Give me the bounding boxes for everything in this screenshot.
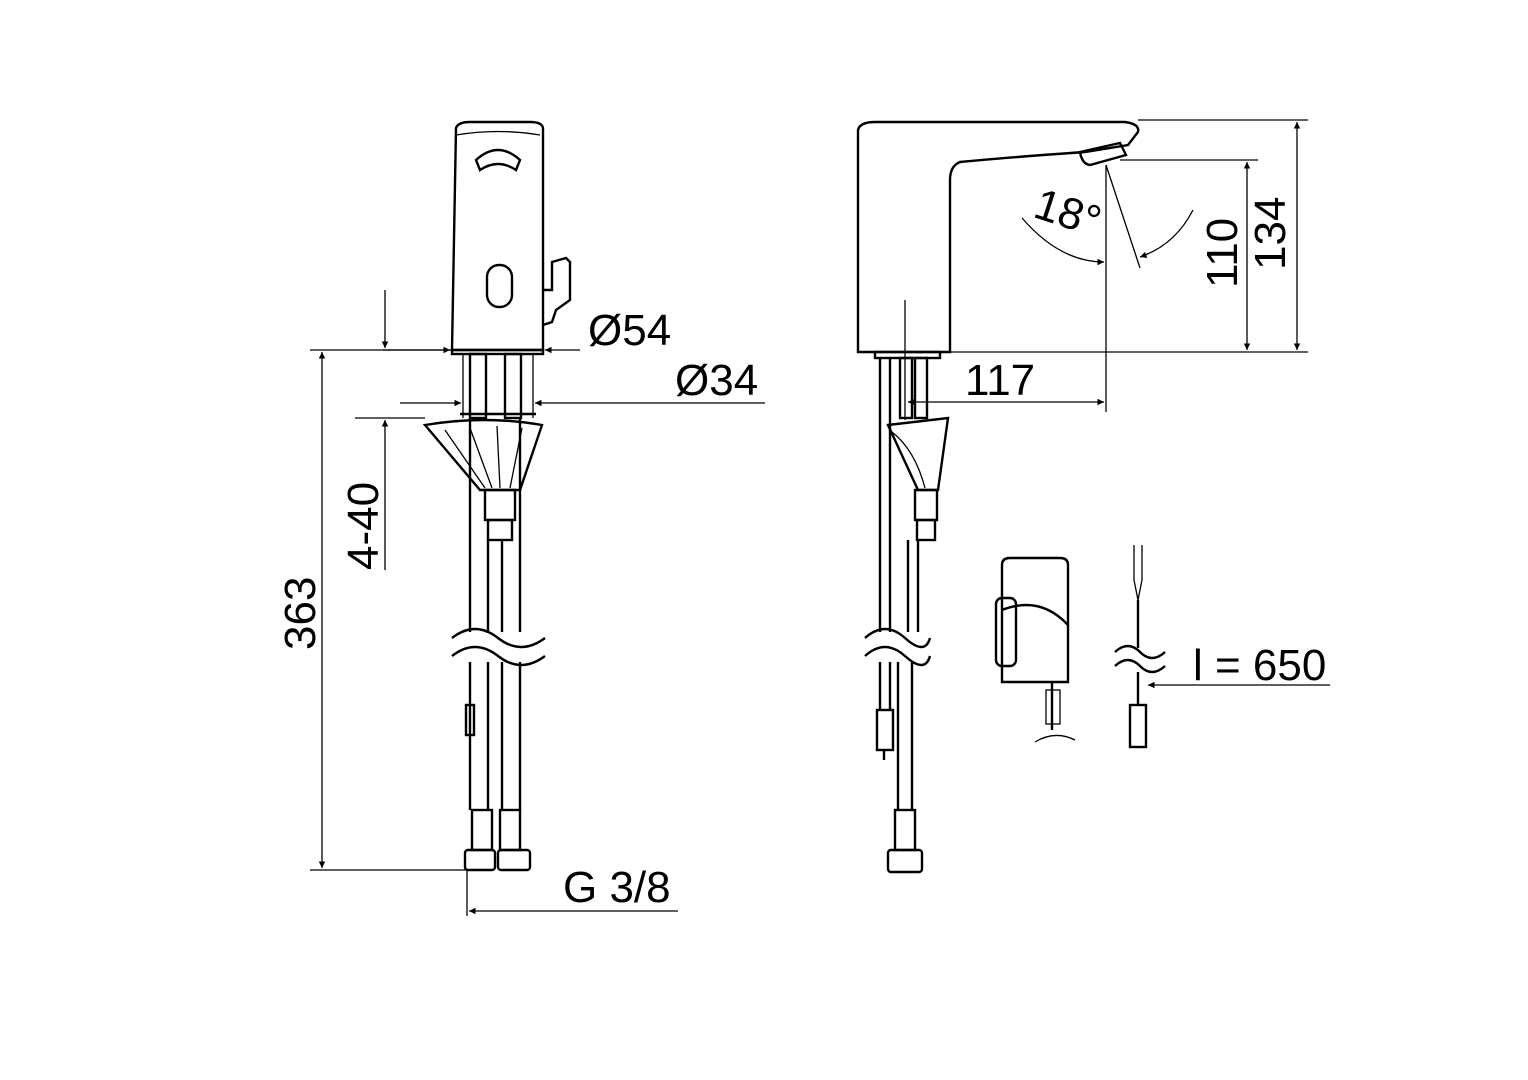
faucet-body-side xyxy=(856,120,1140,354)
dim-spout-reach: 117 xyxy=(965,356,1035,405)
dim-outlet-height: 110 xyxy=(1198,218,1247,288)
side-dimensions: 134 110 18° 117 xyxy=(908,119,1308,412)
side-view xyxy=(856,120,1140,874)
dim-connection-thread: G 3/8 xyxy=(563,863,671,912)
aerator xyxy=(1078,141,1128,167)
aerator-slot xyxy=(474,148,522,172)
fixing-cone-side xyxy=(886,416,950,492)
fixing-cone xyxy=(422,418,544,492)
dim-total-length: 363 xyxy=(276,577,325,650)
control-box xyxy=(994,556,1076,743)
dim-cable-length: l = 650 xyxy=(1193,641,1326,690)
front-view xyxy=(422,120,572,872)
front-dimensions: Ø54 Ø34 4-40 363 G 3/8 xyxy=(276,290,765,916)
dim-diameter-34: Ø34 xyxy=(675,356,758,405)
lever xyxy=(542,256,572,327)
dim-total-height: 134 xyxy=(1246,197,1295,270)
dim-deck-thickness: 4-40 xyxy=(339,482,388,570)
sensor-window-icon xyxy=(485,263,514,309)
dim-diameter-54: Ø54 xyxy=(588,306,671,355)
faucet-body-front xyxy=(450,120,545,352)
sensor-cable: l = 650 xyxy=(1114,545,1330,749)
